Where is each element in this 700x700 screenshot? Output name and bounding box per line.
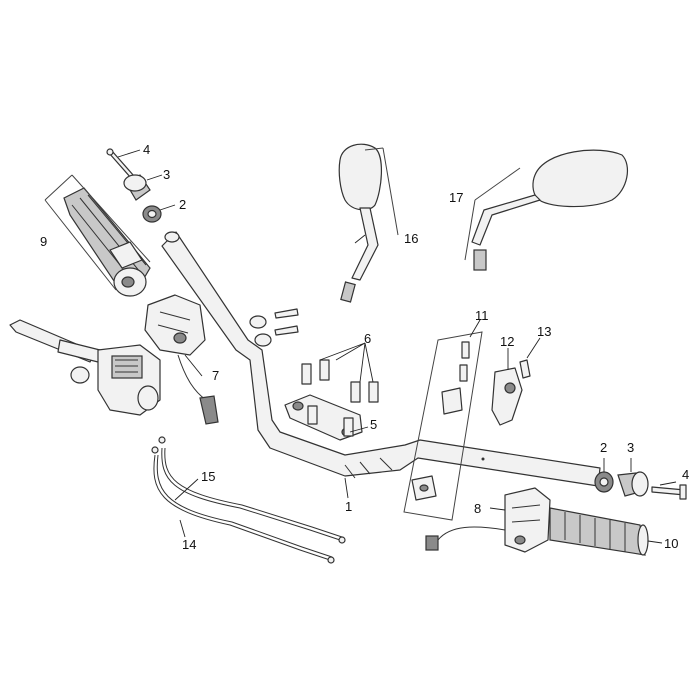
clamp-bolts xyxy=(301,359,379,437)
switch-bracket-assembly xyxy=(403,331,483,521)
throttle-cable-14 xyxy=(153,454,335,564)
throttle-cable-15 xyxy=(151,436,346,544)
callout-7: 7 xyxy=(212,368,219,383)
right-grip xyxy=(549,507,649,556)
clutch-lever-bracket xyxy=(491,367,523,426)
callout-10: 10 xyxy=(664,536,678,551)
callout-4-right: 4 xyxy=(682,467,689,482)
callout-3-left: 3 xyxy=(163,167,170,182)
callout-14: 14 xyxy=(182,537,196,552)
callout-17: 17 xyxy=(449,190,463,205)
callout-1: 1 xyxy=(345,499,352,514)
left-mirror xyxy=(338,143,382,303)
callout-11: 11 xyxy=(475,308,489,323)
callout-8: 8 xyxy=(474,501,481,516)
left-switch-housing xyxy=(144,294,219,425)
left-grip-throttle xyxy=(63,187,151,297)
right-bolt xyxy=(651,484,687,500)
small-screw xyxy=(519,359,531,379)
callout-2-right: 2 xyxy=(600,440,607,455)
callout-2-left: 2 xyxy=(179,197,186,212)
handlebar-tube xyxy=(161,231,601,487)
front-brake-lever xyxy=(9,319,101,363)
left-bar-end-weight xyxy=(123,174,151,201)
right-bar-end-weight xyxy=(617,471,649,497)
callout-9: 9 xyxy=(40,234,47,249)
right-mirror xyxy=(471,149,629,271)
left-spacer xyxy=(142,205,162,223)
right-spacer xyxy=(594,471,614,493)
right-switch-housing xyxy=(425,487,551,553)
callout-5: 5 xyxy=(370,417,377,432)
callout-4-left: 4 xyxy=(143,142,150,157)
callout-3-right: 3 xyxy=(627,440,634,455)
brake-master-cylinder xyxy=(70,344,161,416)
callout-16: 16 xyxy=(404,231,418,246)
callout-13: 13 xyxy=(537,324,551,339)
callout-15: 15 xyxy=(201,469,215,484)
leader-lines xyxy=(117,149,677,544)
callout-12: 12 xyxy=(500,334,514,349)
mount-bolts-left xyxy=(249,308,299,347)
callout-6: 6 xyxy=(364,331,371,346)
